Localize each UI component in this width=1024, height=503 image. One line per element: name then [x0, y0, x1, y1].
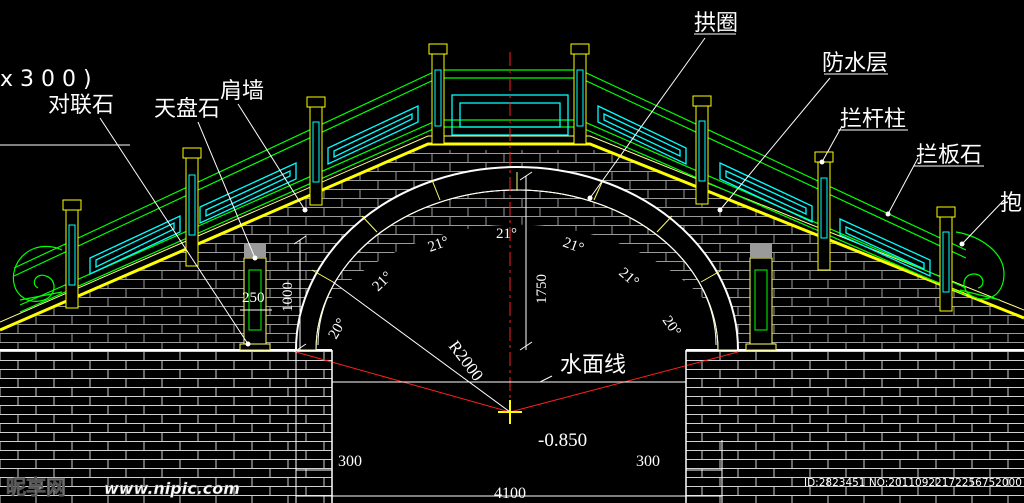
- partial-right-label: 抱: [1000, 191, 1022, 216]
- angle-label-3: 21°: [426, 234, 451, 256]
- elevation-label: -0.850: [538, 430, 587, 451]
- duilian-stone-right: [745, 244, 777, 351]
- tianpan-stone-label: 天盘石: [154, 97, 220, 122]
- watermark-id: ID:2823451 NO:20110922172256752000: [804, 477, 1022, 489]
- leader-lines: [0, 33, 1005, 345]
- dim-1000-line: [293, 235, 307, 353]
- dim-250-label: 250: [242, 290, 265, 306]
- railing-post-label: 拦杆柱: [840, 107, 906, 132]
- dim-right-300-label: 300: [636, 453, 660, 470]
- deck-line: [0, 142, 1024, 332]
- dim-1750-label: 1750: [534, 274, 550, 304]
- watermark-site: www.nipic.com: [104, 479, 240, 498]
- angle-label-5: 21°: [561, 235, 586, 257]
- angle-dimension-arc: [317, 189, 717, 346]
- partial-dim-label: x 3 0 0 ): [0, 67, 92, 92]
- water-line: [332, 375, 686, 383]
- angle-label-4: 21°: [496, 226, 517, 242]
- railing-posts: [62, 43, 956, 312]
- end-scroll-right: [955, 231, 1005, 301]
- shoulder-wall-label: 肩墙: [220, 79, 264, 104]
- railing-panel-label: 拦板石: [916, 143, 982, 168]
- voussoir-lines: [311, 172, 723, 283]
- dim-1750-line: [519, 171, 533, 351]
- watermark-logo: 昵享网: [6, 475, 66, 499]
- dim-bottom-lines: [295, 352, 723, 503]
- arch-ring-label: 拱圈: [694, 11, 738, 36]
- radius-line: [332, 281, 511, 413]
- right-abutment: [686, 350, 1024, 503]
- dim-1000-label: 1000: [280, 282, 296, 312]
- end-scroll-left: [12, 245, 63, 302]
- waterproof-layer-label: 防水层: [822, 51, 888, 76]
- water-line-label: 水面线: [560, 353, 626, 378]
- left-abutment: [0, 350, 332, 503]
- center-mark: [498, 400, 522, 424]
- duilian-stone-label: 对联石: [48, 93, 114, 118]
- dim-span-label: 4100: [494, 485, 526, 502]
- dim-left-300-label: 300: [338, 453, 362, 470]
- leader-dots: [245, 159, 965, 347]
